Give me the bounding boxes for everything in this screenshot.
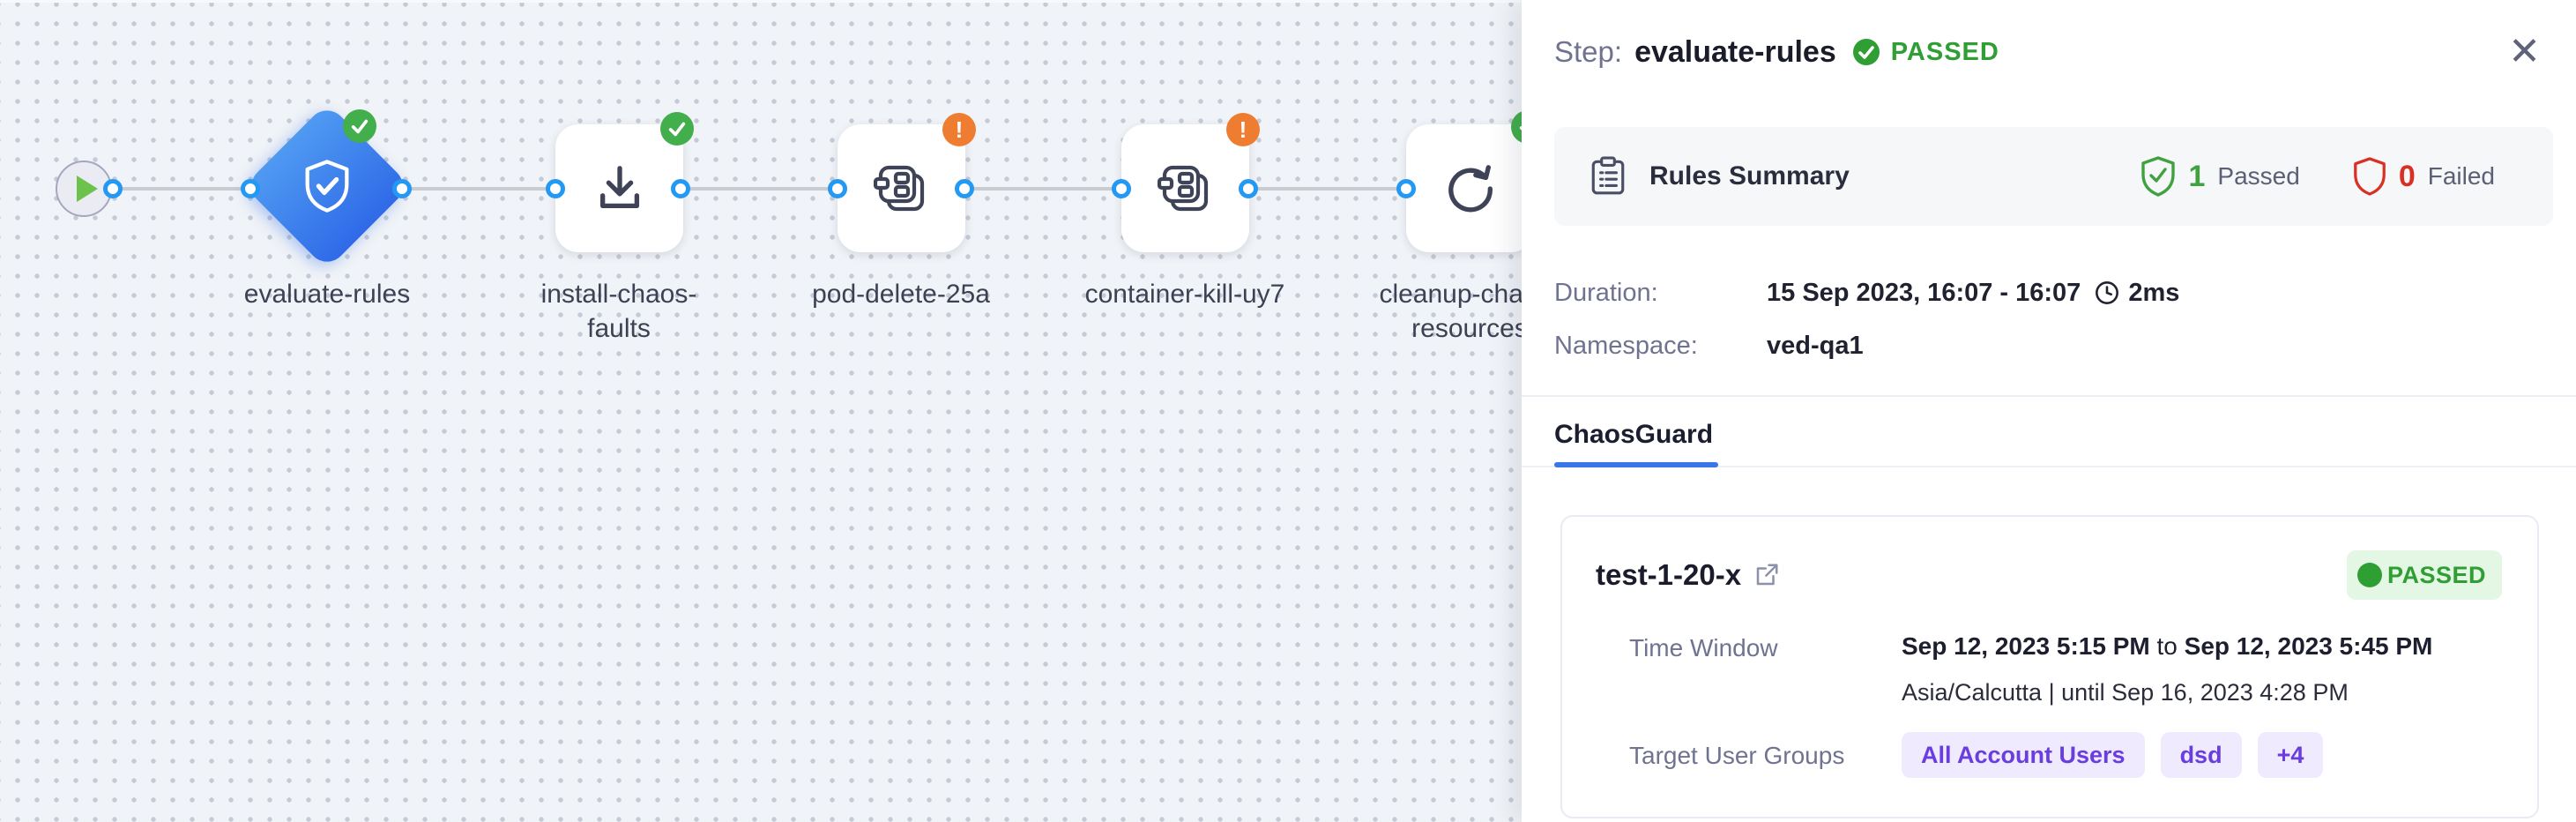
success-badge-icon bbox=[343, 109, 376, 143]
section-divider bbox=[1522, 395, 2576, 397]
user-group-chip[interactable]: +4 bbox=[2257, 732, 2324, 778]
target-user-groups-row: Target User Groups All Account Users dsd… bbox=[1629, 732, 2502, 778]
shield-passed-icon bbox=[2139, 155, 2178, 198]
node-label-install-chaos-faults: install-chaos- faults bbox=[540, 280, 697, 343]
rules-failed-label: Failed bbox=[2427, 162, 2495, 190]
namespace-label: Namespace: bbox=[1554, 331, 1698, 360]
guard-status-badge: PASSED bbox=[2346, 550, 2502, 600]
chaos-fault-icon bbox=[1157, 165, 1208, 211]
shield-failed-icon bbox=[2351, 155, 2388, 198]
pipeline-connector-line bbox=[113, 187, 1534, 191]
tab-chaosguard[interactable]: ChaosGuard bbox=[1554, 397, 1719, 467]
port[interactable] bbox=[103, 179, 123, 198]
user-group-chip[interactable]: All Account Users bbox=[1902, 732, 2145, 778]
shield-check-icon bbox=[297, 156, 357, 216]
duration-elapsed: 2ms bbox=[2128, 278, 2180, 307]
step-status-text: PASSED bbox=[1890, 37, 1999, 66]
rules-summary-title: Rules Summary bbox=[1649, 161, 1850, 191]
download-icon bbox=[599, 165, 639, 208]
rules-passed-label: Passed bbox=[2217, 162, 2300, 190]
warning-badge-icon: ! bbox=[942, 113, 976, 146]
timezone-line: Asia/Calcutta | until Sep 16, 2023 4:28 … bbox=[1902, 679, 2349, 706]
namespace-row: Namespace: ved-qa1 bbox=[1554, 330, 2539, 362]
time-window-label: Time Window bbox=[1629, 634, 1778, 661]
duration-value: 15 Sep 2023, 16:07 - 16:07 bbox=[1767, 278, 2081, 307]
port[interactable] bbox=[241, 179, 260, 198]
node-cleanup-chaos-resources[interactable] bbox=[1406, 124, 1534, 252]
panel-tabbar: ChaosGuard bbox=[1522, 397, 2576, 467]
to-word: to bbox=[2149, 632, 2185, 660]
refresh-icon bbox=[1448, 164, 1493, 212]
node-container-kill-uy7[interactable] bbox=[1121, 124, 1249, 252]
port[interactable] bbox=[392, 179, 412, 198]
success-badge-icon bbox=[660, 112, 694, 146]
node-label-container-kill: container-kill-uy7 bbox=[1084, 280, 1285, 309]
port[interactable] bbox=[1239, 179, 1258, 198]
port[interactable] bbox=[828, 179, 847, 198]
time-window-value: Sep 12, 2023 5:15 PM to Sep 12, 2023 5:4… bbox=[1902, 631, 2432, 661]
node-evaluate-rules[interactable] bbox=[243, 102, 411, 270]
node-install-chaos-faults[interactable] bbox=[555, 124, 683, 252]
port[interactable] bbox=[955, 179, 974, 198]
port[interactable] bbox=[546, 179, 565, 198]
status-dot-icon bbox=[2356, 563, 2382, 587]
warning-badge-icon: ! bbox=[1226, 113, 1260, 146]
chaos-fault-icon bbox=[873, 165, 924, 211]
node-pod-delete-25a[interactable] bbox=[838, 124, 965, 252]
guard-title: test-1-20-x bbox=[1596, 558, 1742, 591]
clipboard-icon bbox=[1590, 156, 1627, 197]
rules-passed-count: 1 bbox=[2188, 159, 2206, 193]
duration-label: Duration: bbox=[1554, 278, 1658, 307]
external-link-icon[interactable] bbox=[1753, 562, 1780, 588]
node-label-evaluate-rules: evaluate-rules bbox=[243, 280, 411, 309]
port[interactable] bbox=[671, 179, 690, 198]
step-prefix-label: Step: bbox=[1554, 35, 1623, 68]
port[interactable] bbox=[1396, 179, 1416, 198]
duration-row: Duration: 15 Sep 2023, 16:07 - 16:07 2ms bbox=[1554, 277, 2539, 309]
node-label-pod-delete: pod-delete-25a bbox=[812, 280, 990, 309]
user-group-chip[interactable]: dsd bbox=[2160, 732, 2242, 778]
step-details-panel: Step: evaluate-rules PASSED ✕ Rules Summ… bbox=[1522, 0, 2576, 822]
time-end: Sep 12, 2023 5:45 PM bbox=[2184, 632, 2433, 660]
chaosguard-card: test-1-20-x PASSED Time Window bbox=[1560, 515, 2539, 818]
close-icon[interactable]: ✕ bbox=[2508, 30, 2541, 73]
time-start: Sep 12, 2023 5:15 PM bbox=[1902, 632, 2150, 660]
play-icon bbox=[77, 176, 98, 202]
panel-header: Step: evaluate-rules PASSED ✕ bbox=[1554, 30, 2541, 74]
passed-check-icon bbox=[1852, 38, 1880, 66]
guard-status-text: PASSED bbox=[2386, 561, 2486, 588]
step-name: evaluate-rules bbox=[1634, 34, 1836, 69]
target-groups-label: Target User Groups bbox=[1629, 742, 1845, 769]
time-window-row: Time Window Sep 12, 2023 5:15 PM to Sep … bbox=[1629, 631, 2502, 707]
port[interactable] bbox=[1112, 179, 1131, 198]
namespace-value: ved-qa1 bbox=[1767, 331, 1864, 360]
rules-summary-box: Rules Summary 1 Passed 0 Failed bbox=[1554, 127, 2553, 226]
rules-failed-count: 0 bbox=[2398, 159, 2416, 193]
clock-icon bbox=[2095, 280, 2119, 305]
